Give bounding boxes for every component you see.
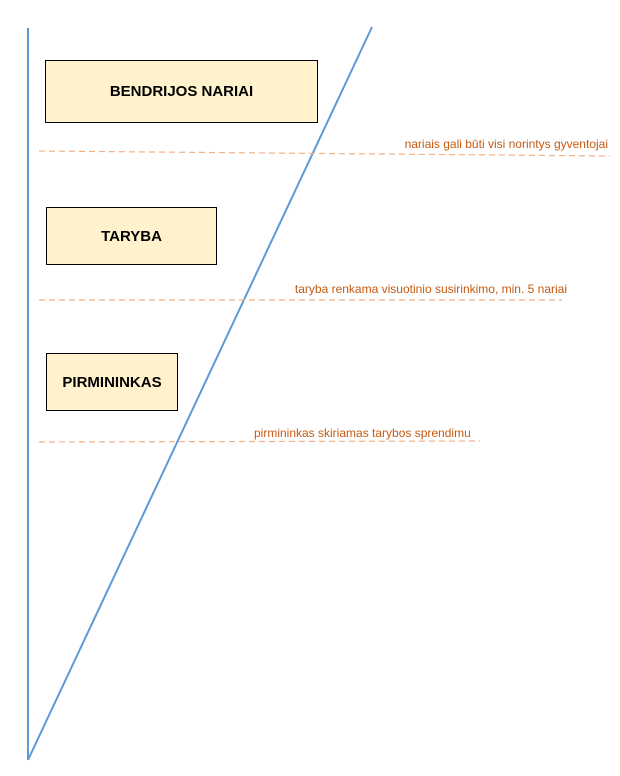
divider-dashed-3	[38, 440, 481, 443]
divider-dashed-1	[38, 150, 611, 157]
note-pirmininkas: pirmininkas skiriamas tarybos sprendimu	[254, 426, 471, 440]
box-pirmininkas: PIRMININKAS	[46, 353, 178, 411]
box-taryba: TARYBA	[46, 207, 217, 265]
note-taryba: taryba renkama visuotinio susirinkimo, m…	[294, 282, 567, 296]
diagonal-line	[27, 26, 373, 761]
note-nariai: nariais gali būti visi norintys gyventoj…	[404, 137, 608, 151]
box-bendrijos-nariai: BENDRIJOS NARIAI	[45, 60, 318, 123]
